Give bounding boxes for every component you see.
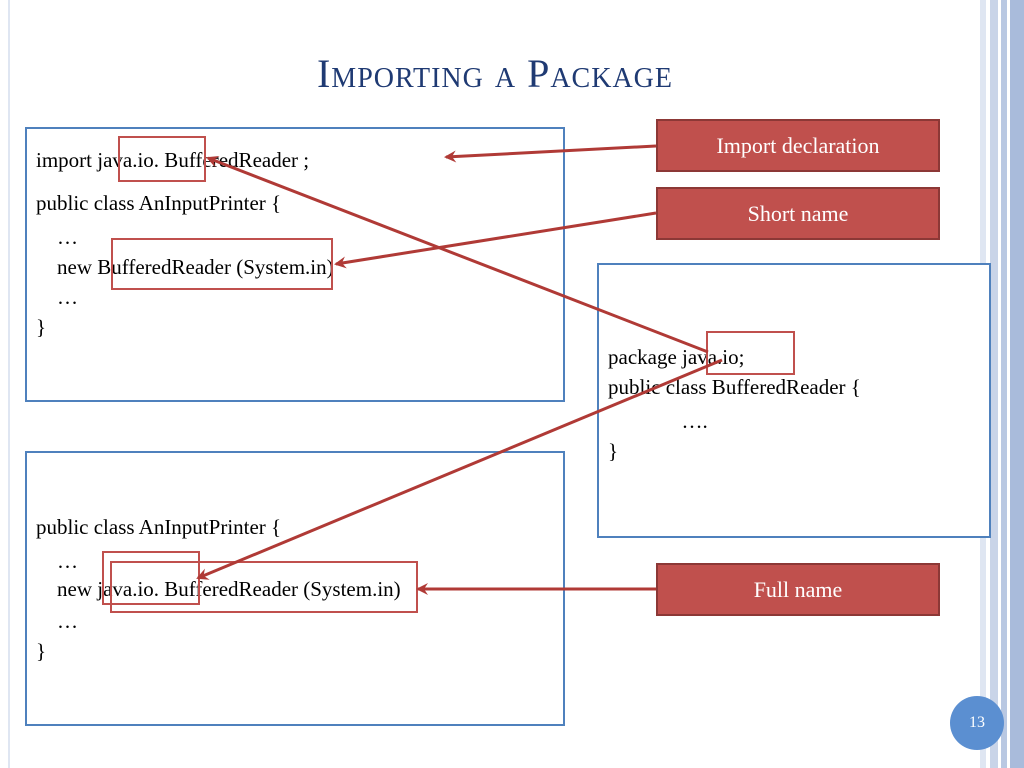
package-code-line: package java.io; — [608, 345, 745, 369]
arrow-package-to-import — [206, 156, 709, 354]
full-name-code-line: } — [36, 639, 47, 663]
short-name-text: Short name — [747, 201, 849, 226]
full-name-code-line: … — [36, 549, 78, 573]
import-code-box — [25, 127, 565, 402]
import-code-line: … — [36, 285, 78, 309]
java-io-highlight — [118, 136, 206, 182]
arrow-import-declaration — [444, 144, 657, 163]
slide-title: Importing a Package — [316, 51, 673, 96]
full-name-code-line: … — [36, 609, 78, 633]
full-name-code-line: new java.io. BufferedReader (System.in) — [36, 577, 401, 601]
import-declaration-label: Import declaration — [656, 119, 940, 172]
decor-stripe — [1001, 0, 1007, 768]
package-code-line: } — [608, 439, 619, 463]
arrow-package-to-full — [196, 358, 723, 580]
decor-stripe — [1010, 0, 1024, 768]
decor-stripe — [8, 0, 10, 768]
import-code-line: public class AnInputPrinter { — [36, 191, 282, 215]
import-code-line: new BufferedReader (System.in) — [36, 255, 334, 279]
package-code-line: …. — [608, 409, 708, 433]
full-name-code-line: public class AnInputPrinter { — [36, 515, 282, 539]
short-name-label: Short name — [656, 187, 940, 240]
import-code-line: … — [36, 225, 78, 249]
full-name-label: Full name — [656, 563, 940, 616]
arrow-short-name — [334, 211, 657, 269]
import-declaration-text: Import declaration — [716, 133, 880, 158]
decor-stripe — [990, 0, 998, 768]
page-number-badge: 13 — [950, 696, 1004, 750]
package-code-box — [597, 263, 991, 538]
full-name-text: Full name — [753, 577, 843, 602]
import-code-line: } — [36, 315, 47, 339]
short-name-highlight — [111, 238, 333, 290]
